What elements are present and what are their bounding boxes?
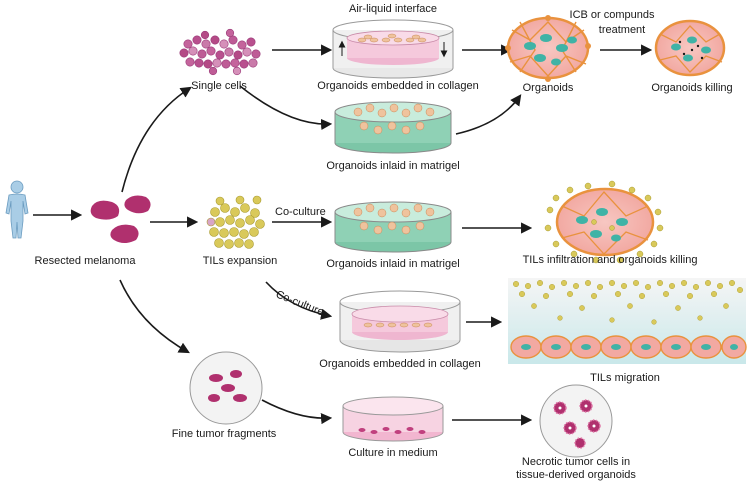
necrotic-organoids-icon: [539, 384, 613, 458]
label-organoids-matrigel-mid: Organoids inlaid in matrigel: [326, 258, 460, 270]
label-treatment: treatment: [598, 24, 646, 36]
label-air-liquid: Air-liquid interface: [348, 3, 438, 15]
organoid-icon: [505, 15, 591, 82]
label-necrotic-line2: tissue-derived organoids: [516, 469, 636, 481]
label-organoids: Organoids: [522, 82, 574, 94]
human-figure-icon: [5, 180, 29, 239]
label-tils-infiltration: TILs infiltration and organoids killing: [522, 254, 698, 266]
petri-dish-medium: [342, 396, 444, 442]
tumor-fragments-icon: [189, 351, 263, 425]
melanoma-tissue-icon: [90, 195, 151, 243]
label-tils-migration: TILs migration: [590, 372, 660, 384]
label-fine-tumor: Fine tumor fragments: [171, 428, 277, 440]
single-cells-cluster: [179, 28, 261, 76]
arrow-matrigel-to-organoids: [455, 94, 522, 135]
arrow-melanoma-to-fragments: [119, 279, 190, 354]
arrow-melanoma-to-single-cells: [121, 86, 192, 193]
petri-dish-collagen-bottom: [339, 290, 461, 353]
label-single-cells: Single cells: [191, 80, 247, 92]
label-coculture-1: Co-culture: [275, 206, 326, 218]
arrow-cells-to-matrigel: [239, 85, 333, 131]
petri-dish-icon: [332, 19, 454, 79]
arrow-fragments-to-medium: [261, 399, 333, 425]
label-resected-melanoma: Resected melanoma: [34, 255, 136, 267]
label-organoids-collagen-top: Organoids embedded in collagen: [317, 80, 479, 92]
label-organoids-matrigel-top: Organoids inlaid in matrigel: [326, 160, 460, 172]
petri-dish-matrigel-top: [334, 101, 452, 154]
til-infiltration-icon: [544, 180, 664, 264]
arrow-tils-to-collagen: [265, 281, 333, 320]
label-icb: ICB or compunds: [569, 9, 655, 21]
petri-dish-matrigel-mid: [334, 201, 452, 253]
label-tils-expansion: TILs expansion: [202, 255, 278, 267]
label-necrotic-line1: Necrotic tumor cells in: [521, 456, 631, 468]
label-organoids-collagen-bottom: Organoids embedded in collagen: [319, 358, 481, 370]
label-organoids-killing: Organoids killing: [651, 82, 733, 94]
label-culture-medium: Culture in medium: [348, 447, 438, 459]
til-migration-panel: [508, 278, 747, 364]
organoid-killing-icon: [654, 19, 726, 77]
til-cell-icon: [206, 195, 265, 249]
